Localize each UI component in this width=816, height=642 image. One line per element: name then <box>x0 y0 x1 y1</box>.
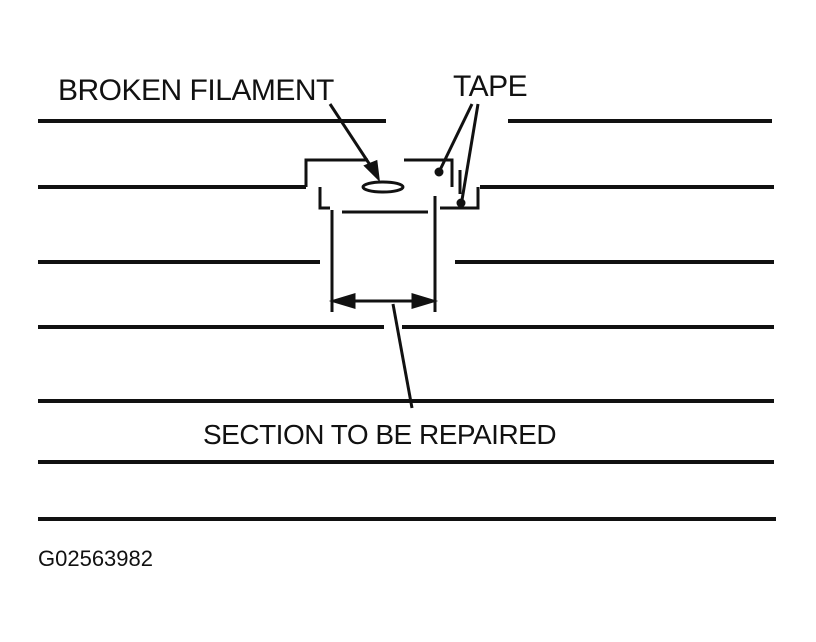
tape-label: TAPE <box>453 70 528 103</box>
filament-lines <box>38 119 776 521</box>
leader-tape-upper <box>438 103 474 171</box>
leader-tape-lower <box>460 103 480 201</box>
leader-tape-lower-dot <box>456 198 466 208</box>
leader-tape-upper-dot <box>434 167 444 177</box>
figure-code-label: G02563982 <box>38 546 153 571</box>
upper-tape <box>304 158 462 194</box>
broken-filament-break <box>361 180 405 194</box>
leader-broken-filament-arrowhead <box>363 159 381 183</box>
dimension-arrowhead-right <box>411 292 439 310</box>
lower-tape <box>318 187 480 214</box>
section-boundaries <box>330 196 437 312</box>
leader-section-to-be-repaired <box>391 303 414 409</box>
lower-tape-outline <box>318 187 480 214</box>
broken-filament-label: BROKEN FILAMENT <box>58 74 334 107</box>
dimension-arrowhead-left <box>328 292 356 310</box>
leader-broken-filament <box>328 103 374 169</box>
section-dimension-arrow <box>328 292 439 310</box>
section-to-be-repaired-label: SECTION TO BE REPAIRED <box>203 419 557 450</box>
leader-lines <box>328 103 480 409</box>
upper-tape-outline <box>304 158 454 187</box>
